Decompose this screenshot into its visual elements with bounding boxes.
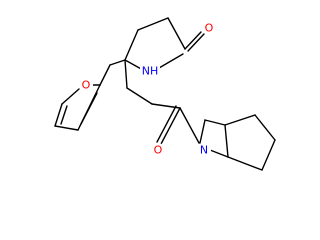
carbonyl-oxygen-atom: O — [202, 21, 216, 35]
bicycle-bond-n-c1 — [209, 149, 229, 158]
bicycle-bond-c7-c6 — [224, 114, 256, 126]
lactam-carbonyl-bond-a — [184, 31, 202, 50]
carbonyl-oxygen-label: O — [205, 22, 214, 35]
bicycle-bond-c5-ch2 — [199, 119, 206, 144]
furan-oxygen-label: O — [82, 79, 91, 92]
furan-bond-c5-c4-outer — [54, 103, 63, 127]
amide-nitrogen-atom: N — [197, 143, 211, 157]
furan-bond-c4-c3 — [54, 125, 79, 131]
bicycle-bond-c1-c7 — [224, 124, 229, 158]
molecule-structure: O NH O O N — [54, 17, 276, 171]
bicycle-bond-c5r-c4 — [261, 139, 276, 171]
ring-bond-c4-c5 — [124, 29, 139, 61]
furan-bond-c3-c2-inner — [80, 92, 98, 125]
bicycle-bond-c4-c1 — [227, 156, 263, 171]
bond-layer — [54, 17, 276, 171]
methylene-to-furan-bond — [99, 64, 111, 86]
quaternary-to-chain-bond — [124, 59, 128, 89]
amide-carbonyl-bond-b — [156, 105, 177, 143]
lactam-carbonyl-bond-b — [187, 33, 205, 52]
furan-bond-o-c5 — [61, 88, 80, 105]
amide-nitrogen-label: N — [200, 144, 208, 157]
amide-carbonyl-bond-a — [160, 107, 181, 145]
atom-label-layer: O NH O O N — [79, 21, 216, 157]
ring-bond-n-c2 — [158, 53, 184, 69]
furan-oxygen-atom: O — [79, 78, 93, 92]
quaternary-to-methylene-bond — [109, 59, 126, 66]
ring-nitrogen-label: NH — [142, 65, 159, 78]
bicycle-bond-c6-c5r — [254, 114, 276, 141]
carbonyl-to-nitrogen-bond — [179, 107, 200, 144]
bicycle-bond-c7-c5 — [204, 119, 226, 126]
chain-bond-ch2-ch2 — [126, 87, 153, 105]
ring-nitrogen-atom: NH — [140, 64, 160, 78]
ring-bond-c2-c3 — [167, 17, 186, 50]
furan-bond-c5-c4-inner — [60, 105, 68, 125]
amide-oxygen-label: O — [154, 144, 163, 157]
amide-oxygen-atom: O — [151, 143, 165, 157]
ring-bond-c3-c4 — [137, 17, 169, 31]
